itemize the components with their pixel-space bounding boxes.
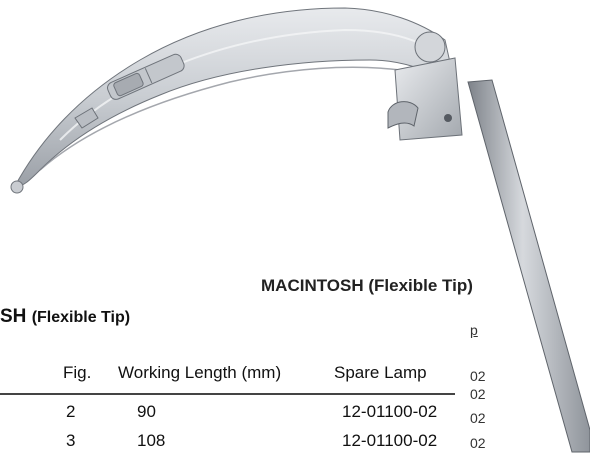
row-working-length: 90 [137,402,156,421]
row-fig: 3 [66,431,76,450]
column-header-spare-lamp: Spare Lamp [334,363,427,382]
product-heading-main: SH [0,306,27,327]
product-heading-large: SH (Flexible Tip) [0,306,130,328]
table-divider [0,393,455,395]
fragment-text: 02 [470,410,486,426]
row-fig: 2 [66,402,76,421]
fragment-text: p [470,322,478,338]
fragment-text: 02 [470,386,486,402]
row-spare-lamp: 12-01100-02 [342,402,438,421]
column-header-working-length: Working Length (mm) [118,363,282,382]
fragment-text: 02 [470,368,486,384]
row-spare-lamp: 12-01100-02 [342,431,438,450]
product-heading-small: MACINTOSH (Flexible Tip) [261,276,473,295]
product-heading-suffix: (Flexible Tip) [31,309,131,326]
fragment-text: 02 [470,435,486,451]
column-header-fig: Fig. [63,363,92,382]
row-working-length: 108 [137,431,166,450]
